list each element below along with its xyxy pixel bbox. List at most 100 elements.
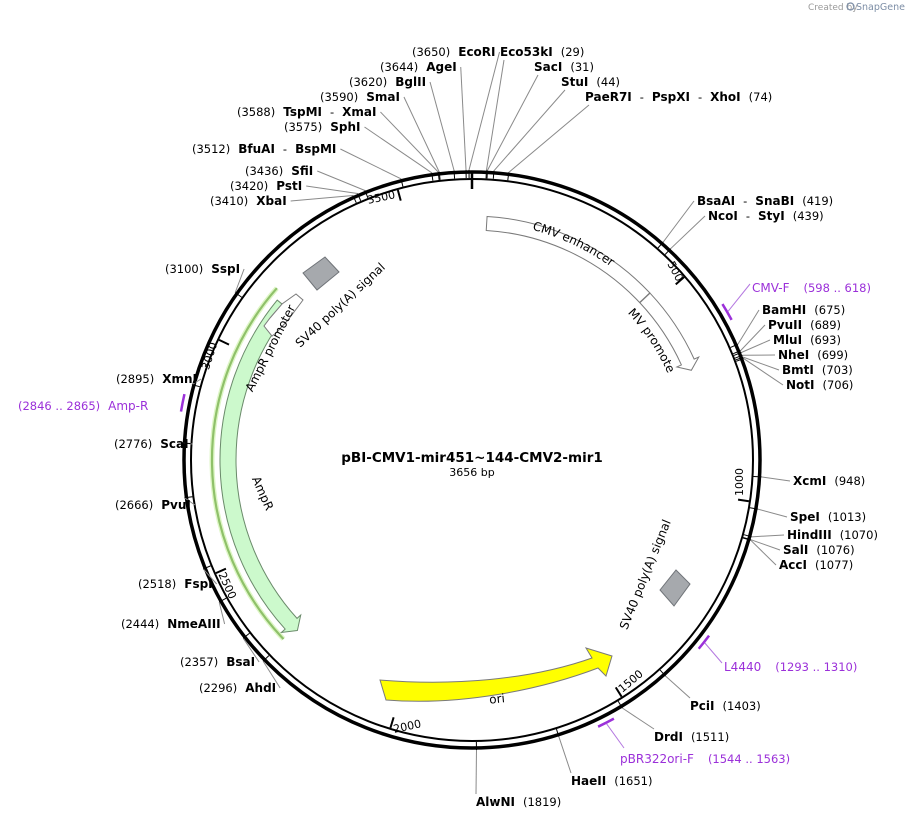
enzyme-site-tick — [242, 632, 250, 639]
tick-mark — [215, 567, 227, 575]
enzyme-fspi[interactable]: (2518)FspI — [138, 577, 213, 591]
enzyme-bamhi[interactable]: BamHI(675) — [762, 303, 845, 317]
enzyme-nmeaiii[interactable]: (2444) NmeAIII — [121, 617, 221, 631]
primer-pbr322ori-f[interactable]: pBR322ori-F(1544 .. 1563) — [620, 752, 790, 766]
tick-mark — [396, 189, 402, 201]
enzyme-scai[interactable]: (2776)ScaI — [114, 437, 189, 451]
enzyme-separator: - — [330, 105, 334, 119]
enzyme-name: XhoI — [710, 90, 741, 104]
enzyme-name: BfuAI — [238, 142, 275, 156]
enzyme-site-tick — [234, 292, 243, 298]
enzyme-leader-line — [622, 707, 655, 730]
enzyme-name: SspI — [211, 262, 240, 276]
enzyme-sali[interactable]: SalI(1076) — [783, 543, 855, 557]
enzyme-name: XcmI — [793, 474, 826, 488]
enzyme-position: (699) — [817, 348, 848, 362]
enzyme-name: AlwNI — [476, 795, 515, 809]
enzyme-xcmi[interactable]: XcmI(948) — [793, 474, 865, 488]
enzyme-position: (74) — [749, 90, 773, 104]
enzyme-position: (2357) — [180, 655, 218, 669]
enzyme-site-tick — [352, 195, 357, 204]
enzyme-haeii[interactable]: HaeII(1651) — [571, 774, 652, 788]
enzyme-sphi[interactable]: (3575) SphI — [284, 120, 361, 134]
enzyme-name: PvuII — [768, 318, 802, 332]
enzyme-smai[interactable]: (3590)SmaI — [320, 90, 400, 104]
enzyme-ahdi[interactable]: (2296)AhdI — [199, 681, 276, 695]
enzyme-position: (3512) — [192, 142, 230, 156]
enzyme-position: (2776) — [114, 437, 152, 451]
enzyme-position: (693) — [810, 333, 841, 347]
primer-leader-line — [727, 283, 751, 312]
enzyme-xbai[interactable]: (3410)XbaI — [210, 194, 287, 208]
feature-ori[interactable]: ori — [379, 647, 613, 707]
primer-labels: CMV-F(598 .. 618) (2846 .. 2865)Amp-R L444… — [18, 281, 871, 766]
enzyme-sspi[interactable]: (3100)SspI — [165, 262, 240, 276]
enzyme-pvui[interactable]: (2666)PvuI — [115, 498, 191, 512]
enzyme-xmni[interactable]: (2895)XmnI — [116, 372, 197, 386]
feature-sv40-polya-left[interactable]: SV40 poly(A) signal — [293, 256, 388, 350]
credit-brand: SnapGene — [856, 2, 905, 13]
feature-cmv-enhancer[interactable]: CMV enhancer — [485, 215, 651, 304]
enzyme-name: DrdI — [654, 730, 683, 744]
enzyme-acci[interactable]: AccI(1077) — [779, 558, 853, 572]
enzyme-spei[interactable]: SpeI(1013) — [790, 510, 866, 524]
enzyme-drdi[interactable]: DrdI(1511) — [654, 730, 729, 744]
enzyme-stui[interactable]: StuI(44) — [561, 75, 620, 89]
enzyme-paer7i[interactable]: PaeR7I-PspXI-XhoI(74) — [585, 90, 772, 104]
enzyme-leader-line — [202, 568, 218, 585]
primer-l4440[interactable]: L4440(1293 .. 1310) — [724, 660, 857, 674]
enzyme-bmti[interactable]: BmtI(703) — [782, 363, 853, 377]
enzyme-leader-line — [306, 185, 358, 195]
enzyme-leader-line — [460, 66, 467, 171]
enzyme-bglii[interactable]: (3620)BglII — [349, 75, 426, 89]
enzyme-name: FspI — [184, 577, 212, 591]
enzyme-noti[interactable]: NotI(706) — [786, 378, 853, 392]
enzyme-nhei[interactable]: NheI(699) — [778, 348, 848, 362]
enzyme-name: BamHI — [762, 303, 806, 317]
enzyme-name: BspMI — [295, 142, 336, 156]
enzyme-agei[interactable]: (3644)AgeI — [380, 60, 457, 74]
enzyme-leader-line — [234, 268, 245, 293]
primer-cmv-f[interactable]: CMV-F(598 .. 618) — [752, 281, 871, 295]
plasmid-title: pBI-CMV1-mir451~144-CMV2-mir1 — [341, 450, 603, 466]
enzyme-site-tick — [364, 190, 369, 199]
primer-amp-r[interactable]: (2846 .. 2865)Amp-R — [18, 399, 148, 413]
enzyme-hindiii[interactable]: HindIII(1070) — [787, 528, 878, 542]
primer-range: (598 .. 618) — [803, 281, 871, 295]
enzyme-leader-line — [558, 736, 572, 774]
enzyme-leader-line — [737, 309, 760, 345]
enzyme-site-tick — [438, 171, 441, 180]
enzyme-pcii[interactable]: PciI(1403) — [690, 699, 761, 713]
enzyme-position: (1651) — [614, 774, 652, 788]
enzyme-position: (29) — [561, 45, 585, 59]
enzyme-tspmi[interactable]: (3588)TspMI-XmaI — [237, 105, 376, 119]
enzyme-name: XmnI — [162, 372, 197, 386]
svg-text:CMV enhancer: CMV enhancer — [531, 219, 617, 269]
enzyme-ecori[interactable]: (3650)EcoRI — [412, 45, 496, 59]
enzyme-alwni[interactable]: AlwNI (1819) — [476, 795, 561, 809]
enzyme-leader-line — [290, 195, 354, 202]
enzyme-sfii[interactable]: (3436)SfiI — [245, 164, 313, 178]
enzyme-ncoi[interactable]: NcoI-StyI(439) — [708, 209, 824, 223]
enzyme-eco53ki[interactable]: Eco53kI(29) — [500, 45, 584, 59]
feature-cmv-promoter[interactable]: CMV promoter — [0, 0, 700, 375]
enzyme-position: (3575) — [284, 120, 322, 134]
tick-mark — [389, 717, 395, 729]
enzyme-name: NmeAIII — [167, 617, 220, 631]
enzyme-psti[interactable]: (3420)PstI — [230, 179, 302, 193]
enzyme-position: (1819) — [523, 795, 561, 809]
enzyme-position: (2444) — [121, 617, 159, 631]
tick-mark — [737, 498, 750, 503]
enzyme-bfuai[interactable]: (3512)BfuAI-BspMI — [192, 142, 336, 156]
enzyme-leader-line — [757, 508, 788, 518]
enzyme-leader-line — [740, 324, 766, 351]
enzyme-position: (1077) — [815, 558, 853, 572]
enzyme-saci[interactable]: SacI(31) — [534, 60, 594, 74]
enzyme-pvuii[interactable]: PvuII(689) — [768, 318, 841, 332]
enzyme-mlui[interactable]: MluI(693) — [773, 333, 841, 347]
feature-sv40-polya-right[interactable]: SV40 poly(A) signal — [617, 518, 691, 632]
enzyme-name: SphI — [330, 120, 360, 134]
enzyme-bsai[interactable]: (2357)BsaI — [180, 655, 255, 669]
enzyme-bsaai[interactable]: BsaAI-SnaBI(419) — [697, 194, 833, 208]
